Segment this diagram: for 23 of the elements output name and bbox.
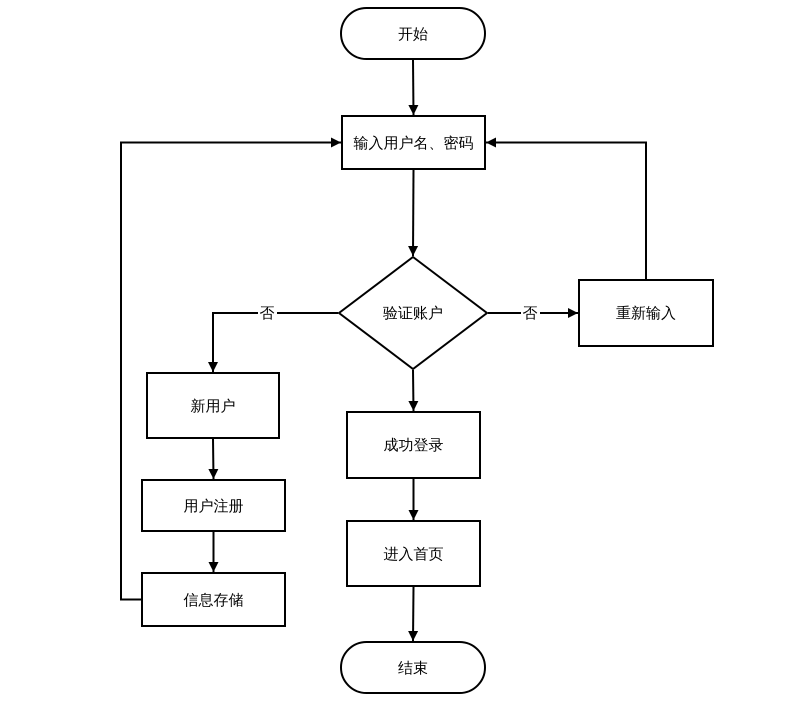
arrow [120, 138, 341, 600]
decision-diamond: 验证账户 [338, 256, 488, 370]
process-box: 信息存储 [141, 572, 286, 627]
arrow [208, 438, 218, 480]
process-box: 重新输入 [578, 279, 714, 347]
arrow [408, 586, 418, 642]
edge-label: 否 [258, 304, 276, 322]
arrow [486, 138, 647, 279]
terminal-shape: 结束 [340, 641, 486, 694]
terminal-shape: 开始 [340, 7, 486, 60]
process-box: 用户注册 [141, 479, 286, 532]
arrow [408, 479, 418, 520]
process-box: 新用户 [146, 372, 280, 439]
arrow [208, 532, 218, 572]
edge-label: 否 [520, 304, 540, 322]
arrow [208, 312, 338, 372]
arrow [408, 60, 418, 116]
arrow [488, 308, 578, 318]
arrow [408, 170, 418, 256]
process-box: 输入用户名、密码 [341, 115, 486, 170]
process-box: 进入首页 [346, 520, 481, 587]
arrow [408, 370, 418, 412]
process-box: 成功登录 [346, 411, 481, 479]
